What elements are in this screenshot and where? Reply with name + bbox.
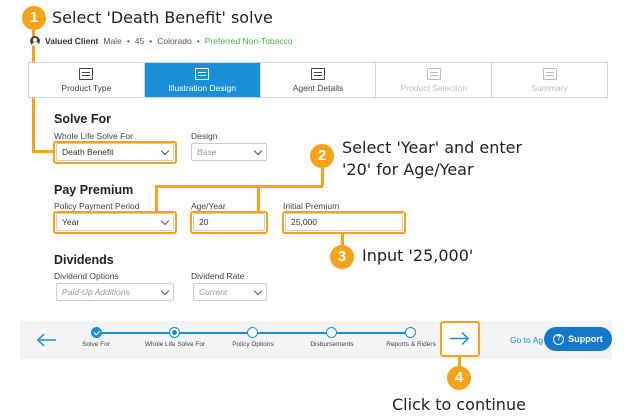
tab-label: Product Selection bbox=[400, 82, 468, 93]
payment-period-select[interactable]: Year bbox=[56, 213, 174, 231]
support-button[interactable]: ? Support bbox=[544, 327, 612, 351]
design-label: Design bbox=[191, 131, 218, 141]
id-card-icon bbox=[310, 67, 325, 80]
dividend-options-label: Dividend Options bbox=[54, 271, 119, 281]
checklist-icon bbox=[79, 67, 94, 80]
step-3-connector bbox=[341, 233, 344, 247]
step-1-badge: 1 bbox=[22, 6, 46, 30]
chevron-down-icon bbox=[253, 286, 263, 296]
initial-premium-value: 25,000 bbox=[291, 217, 317, 227]
wizard-tabs: Product Type Illustration Design Agent D… bbox=[28, 62, 608, 98]
design-select[interactable]: Base bbox=[191, 143, 267, 161]
dividend-rate-label: Dividend Rate bbox=[191, 271, 245, 281]
whole-life-solve-for-select[interactable]: Death Benefit bbox=[56, 143, 174, 161]
client-sep: • bbox=[126, 36, 130, 46]
payment-period-label: Policy Payment Period bbox=[54, 201, 140, 211]
progress-step-reports[interactable] bbox=[405, 327, 416, 338]
client-sep: • bbox=[149, 36, 153, 46]
age-year-value: 20 bbox=[199, 217, 209, 227]
support-label: Support bbox=[568, 334, 603, 344]
step-2-connector bbox=[321, 168, 324, 186]
chevron-down-icon bbox=[160, 286, 170, 296]
summary-icon bbox=[542, 67, 557, 80]
pay-premium-title: Pay Premium bbox=[54, 183, 134, 197]
client-age: 45 bbox=[134, 36, 145, 46]
progress-step-whole-life[interactable] bbox=[169, 327, 180, 338]
dividend-rate-placeholder: Current bbox=[199, 287, 228, 297]
progress-step-label: Disbursements bbox=[310, 341, 354, 348]
step-1-callout: Select 'Death Benefit' solve bbox=[52, 8, 273, 27]
progress-step-disbursements[interactable] bbox=[326, 327, 337, 338]
step-2-callout-line2: '20' for Age/Year bbox=[342, 160, 474, 179]
step-3-badge: 3 bbox=[330, 245, 354, 269]
tab-label: Agent Details bbox=[292, 82, 344, 93]
step-1-highlight bbox=[53, 141, 177, 164]
client-summary: Valued Client Male • 45 • Colorado • Pre… bbox=[30, 36, 293, 46]
solve-for-title: Solve For bbox=[54, 112, 111, 126]
design-placeholder: Base bbox=[197, 147, 217, 157]
goto-link[interactable]: Go to Ag bbox=[510, 335, 544, 345]
step-2-connector-h bbox=[155, 185, 323, 188]
back-arrow-icon[interactable] bbox=[36, 331, 58, 349]
step-4-badge: 4 bbox=[447, 366, 471, 390]
client-sep: • bbox=[196, 36, 200, 46]
step-2-connector-left bbox=[155, 185, 158, 212]
payment-period-value: Year bbox=[62, 217, 80, 227]
help-icon: ? bbox=[553, 333, 565, 345]
tab-label: Summary bbox=[531, 82, 568, 93]
step-4-connector bbox=[458, 357, 461, 367]
step-2-connector-right bbox=[257, 185, 260, 212]
progress-step-policy-options[interactable] bbox=[247, 327, 258, 338]
step-3-highlight bbox=[282, 211, 406, 234]
progress-step-label: Policy Options bbox=[232, 341, 274, 348]
client-class: Preferred Non-Tobacco bbox=[204, 36, 293, 46]
client-gender: Male bbox=[103, 36, 122, 46]
progress-bar bbox=[20, 321, 612, 359]
progress-step-solve-for[interactable] bbox=[91, 327, 102, 338]
tab-agent-details[interactable]: Agent Details bbox=[261, 63, 377, 97]
progress-step-label: Solve For bbox=[82, 341, 110, 348]
age-year-input[interactable]: 20 bbox=[193, 213, 265, 231]
step-2-callout-line1: Select 'Year' and enter bbox=[342, 138, 523, 157]
tab-product-selection: Product Selection bbox=[376, 63, 493, 97]
dividend-options-select[interactable]: Paid-Up Additions bbox=[56, 283, 174, 301]
client-name: Valued Client bbox=[45, 36, 99, 46]
tab-illustration-design[interactable]: Illustration Design bbox=[144, 63, 261, 97]
initial-premium-label: Initial Premium bbox=[283, 201, 340, 211]
progress-step-label: Reports & Riders bbox=[386, 341, 436, 348]
dividend-rate-select[interactable]: Current bbox=[193, 283, 267, 301]
user-icon bbox=[30, 36, 40, 46]
dividend-options-placeholder: Paid-Up Additions bbox=[62, 287, 130, 297]
next-button[interactable] bbox=[440, 321, 480, 357]
client-state: Colorado bbox=[157, 36, 192, 46]
step-3-callout: Input '25,000' bbox=[362, 246, 474, 265]
whole-life-solve-for-label: Whole Life Solve For bbox=[54, 131, 133, 141]
chart-icon bbox=[426, 67, 441, 80]
document-icon bbox=[195, 67, 210, 80]
progress-step-label: Whole Life Solve For bbox=[144, 341, 206, 348]
dividends-title: Dividends bbox=[54, 253, 114, 267]
step-2-highlight-period bbox=[53, 211, 177, 234]
tab-label: Illustration Design bbox=[168, 82, 236, 93]
tab-summary: Summary bbox=[492, 63, 607, 97]
tab-label: Product Type bbox=[61, 82, 112, 93]
initial-premium-input[interactable]: 25,000 bbox=[285, 213, 403, 231]
step-2-highlight-age bbox=[190, 211, 268, 234]
step-2-badge: 2 bbox=[310, 144, 334, 168]
age-year-label: Age/Year bbox=[191, 201, 226, 211]
step-1-connector-h bbox=[32, 150, 54, 153]
arrow-right-icon bbox=[450, 331, 470, 346]
whole-life-solve-for-value: Death Benefit bbox=[62, 147, 114, 157]
tab-product-type[interactable]: Product Type bbox=[29, 63, 145, 97]
step-4-callout: Click to continue bbox=[392, 395, 526, 414]
chevron-down-icon bbox=[253, 146, 263, 156]
